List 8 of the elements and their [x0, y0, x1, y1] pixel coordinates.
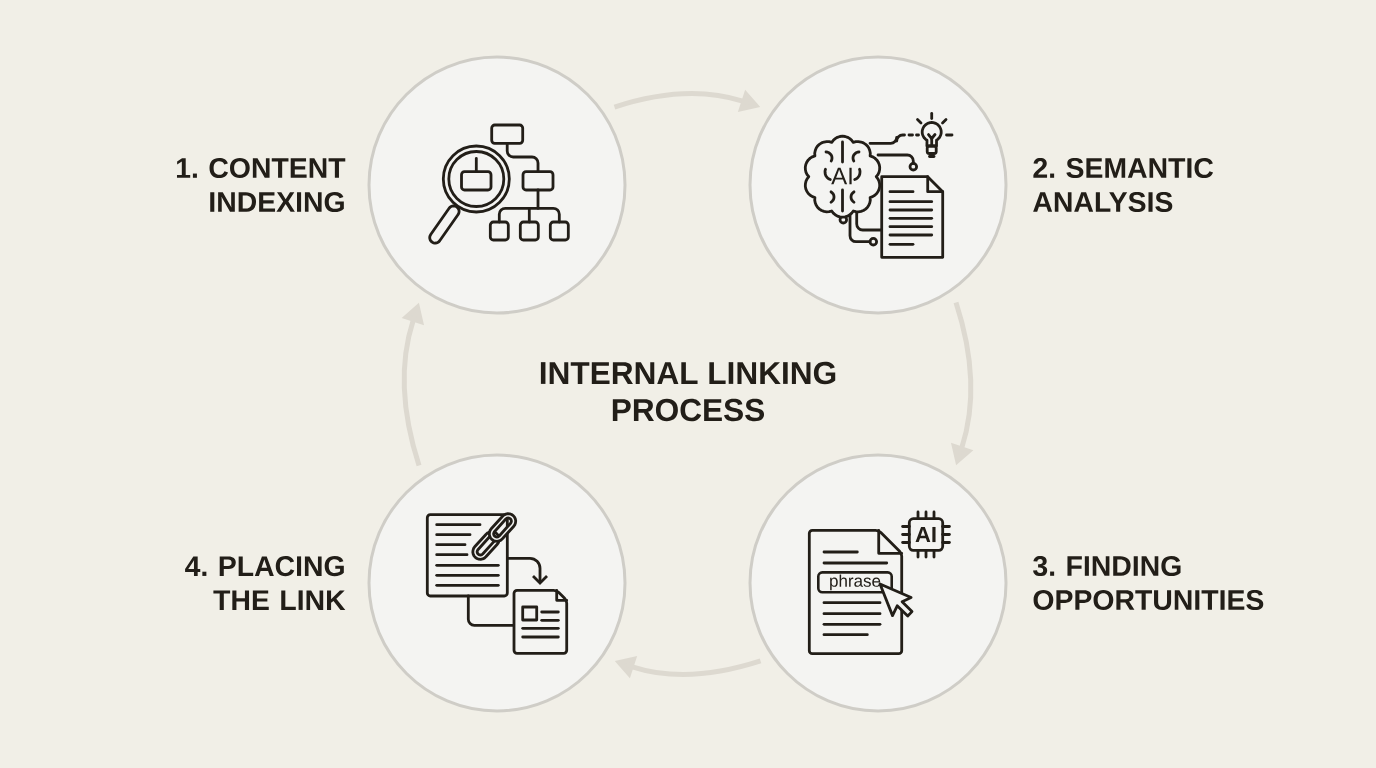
icon-text: AI [915, 526, 936, 543]
title: INTERNAL LINKING PROCESS [540, 361, 836, 422]
highlighted-phrase: phrase [817, 571, 893, 594]
step-label: 1. CONTENT INDEXING [177, 157, 346, 213]
step-label: 2. SEMANTIC ANALYSIS [1033, 157, 1214, 213]
step-label: 3. FINDING OPPORTUNITIES [1033, 555, 1264, 611]
icon-text: AI [831, 167, 852, 185]
step-label: 4. PLACING THE LINK [185, 556, 346, 610]
